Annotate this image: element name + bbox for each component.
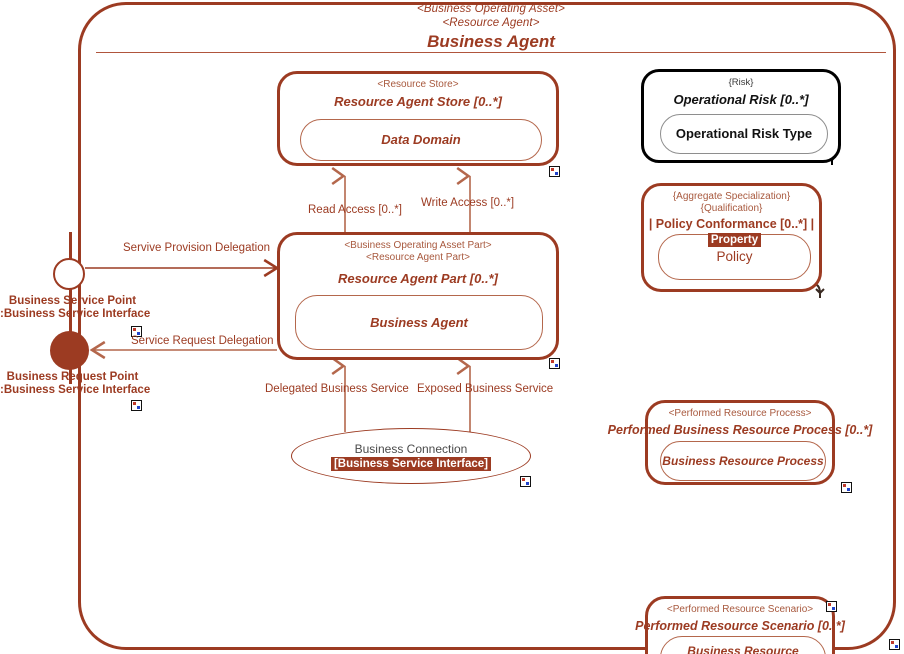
port-business-request-point[interactable] [50, 331, 89, 370]
diagram-marker-pbrp[interactable] [841, 482, 852, 493]
label-service-provision-delegation: Servive Provision Delegation [123, 242, 271, 254]
part-stereotype-1: <Business Operating Asset Part> [344, 240, 492, 251]
diagram-marker-request-point[interactable] [131, 400, 142, 411]
risk-stereotype: {Risk} [728, 77, 754, 88]
diagram-marker-frame[interactable] [889, 639, 900, 650]
diagram-marker-prs[interactable] [826, 601, 837, 612]
policy-property-badge-wrap: Property [644, 230, 825, 248]
node-business-agent-part[interactable]: Business Agent [295, 295, 543, 350]
port-connector-line [69, 232, 72, 384]
node-operational-risk[interactable]: {Risk} Operational Risk [0..*] Operation… [641, 69, 841, 163]
policy-stereotype-2: {Qualification} [700, 203, 763, 214]
business-connection-interface-badge[interactable]: [Business Service Interface] [330, 456, 492, 471]
node-business-resource-process[interactable]: Business Resource Process [660, 441, 826, 481]
label-write-access: Write Access [0..*] [421, 197, 515, 209]
bsp-name: Business Service Point [8, 295, 137, 307]
policy-inner-label: Policy [716, 249, 753, 264]
label-exposed-business-service: Exposed Business Service [417, 383, 554, 395]
part-stereotype-2: <Resource Agent Part> [366, 252, 470, 263]
label-business-request-point: Business Request Point :Business Service… [0, 371, 151, 397]
pbrp-stereotype: <Performed Resource Process> [668, 408, 812, 419]
brp-type: :Business Service Interface [0, 384, 151, 396]
node-resource-agent-store[interactable]: <Resource Store> Resource Agent Store [0… [277, 71, 559, 166]
store-stereotype: <Resource Store> [377, 79, 459, 90]
risk-title: Operational Risk [0..*] [673, 92, 809, 107]
store-title: Resource Agent Store [0..*] [334, 94, 502, 109]
diagram-marker-service-point[interactable] [131, 326, 142, 337]
label-delegated-business-service: Delegated Business Service [265, 383, 409, 395]
bsp-type: :Business Service Interface [0, 308, 151, 320]
label-service-request-delegation: Service Request Delegation [131, 335, 274, 347]
diagram-marker-store[interactable] [549, 166, 560, 177]
business-connection-name: Business Connection [354, 441, 468, 456]
diagram-marker-connection[interactable] [520, 476, 531, 487]
part-title: Resource Agent Part [0..*] [338, 271, 498, 286]
policy-stereotype-1: {Aggregate Specialization} [672, 191, 791, 202]
label-read-access: Read Access [0..*] [308, 204, 402, 216]
label-business-service-point: Business Service Point :Business Service… [0, 295, 151, 321]
brp-name: Business Request Point [6, 371, 139, 383]
node-business-connection[interactable]: Business Connection [Business Service In… [291, 428, 531, 484]
prs-title: Performed Resource Scenario [0..*] [635, 619, 845, 633]
prs-stereotype: <Performed Resource Scenario> [666, 604, 814, 615]
node-performed-resource-scenario[interactable]: <Performed Resource Scenario> Performed … [635, 596, 845, 654]
node-data-domain[interactable]: Data Domain [300, 119, 542, 161]
business-agent-frame [78, 2, 896, 650]
port-business-service-point[interactable] [53, 258, 85, 290]
policy-property-badge[interactable]: Property [707, 233, 762, 247]
node-performed-business-resource-process[interactable]: <Performed Resource Process> Performed B… [608, 400, 872, 485]
policy-title: | Policy Conformance [0..*] | [648, 217, 815, 231]
node-operational-risk-type[interactable]: Operational Risk Type [660, 114, 828, 154]
node-business-resource-interaction-process[interactable]: Business Resource Interaction Process [660, 636, 826, 654]
diagram-marker-part[interactable] [549, 358, 560, 369]
frame-header-divider [96, 52, 886, 53]
node-resource-agent-part[interactable]: <Business Operating Asset Part> <Resourc… [277, 232, 559, 360]
pbrp-title: Performed Business Resource Process [0..… [607, 423, 873, 437]
node-policy-conformance[interactable]: {Aggregate Specialization} {Qualificatio… [641, 183, 822, 292]
